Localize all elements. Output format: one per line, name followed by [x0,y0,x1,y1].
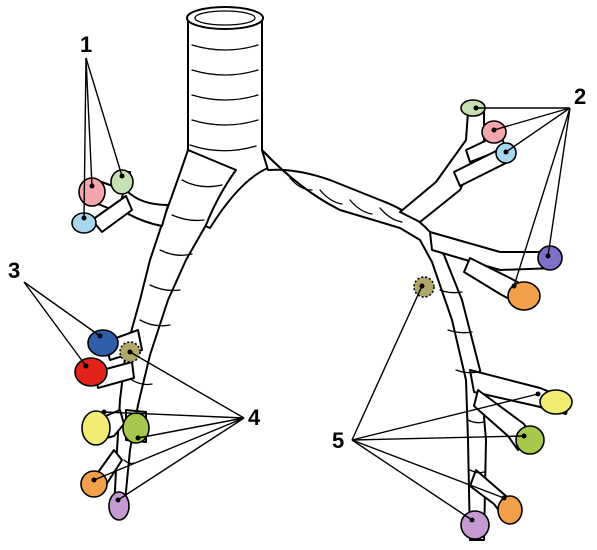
segment-4-violet [109,492,129,520]
segment-2-purple [538,246,562,270]
callout-5: 5 [332,284,541,523]
segment-4-yellow [82,411,110,445]
segment-3-red [75,358,107,386]
segment-5-yellow [540,390,572,414]
segment-3-dark-blue [88,330,118,356]
callout-3-label: 3 [8,258,20,283]
segment-5-lime [516,426,544,454]
callout-4-label: 4 [248,405,261,430]
segment-4-orange [81,471,107,497]
callout-3: 3 [8,258,103,369]
callout-5-label: 5 [332,428,344,453]
callout-2-label: 2 [574,84,586,109]
callout-1-label: 1 [80,32,92,57]
segment-5-orange [498,496,522,524]
right-main-bronchus [262,112,570,540]
